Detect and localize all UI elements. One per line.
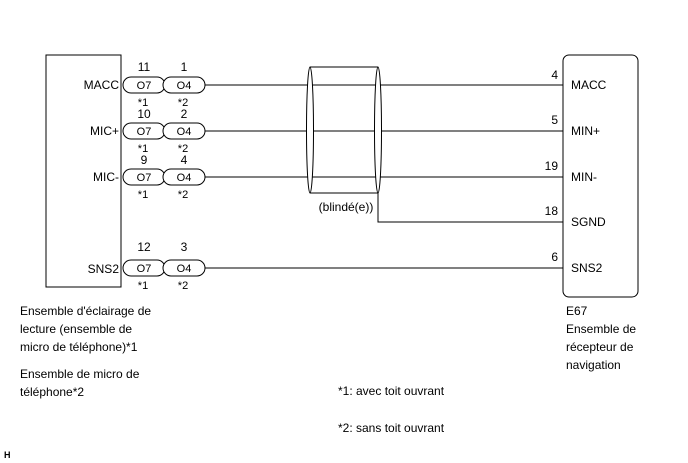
note-ref-a-2: *1	[138, 143, 148, 155]
note-ref-b-3: *2	[178, 189, 188, 201]
right-pin-label-sns2: SNS2	[571, 261, 603, 275]
corner-mark: H	[4, 450, 11, 460]
right-pin-label-min-minus: MIN-	[571, 170, 597, 184]
conn-a-pin-1: 11	[138, 60, 151, 74]
right-component-box	[562, 54, 639, 298]
right-caption-line-1: Ensemble de	[566, 322, 636, 336]
left-pin-label-mic-plus: MIC+	[90, 124, 119, 138]
right-pin-label-min-plus: MIN+	[571, 124, 600, 138]
right-pin-number-macc: 4	[551, 68, 558, 82]
shield-right-end	[374, 66, 382, 194]
connector-o4-mic-plus	[162, 122, 206, 140]
note-ref-a-4: *1	[138, 280, 148, 292]
connector-o7-mic-minus-code: O7	[137, 172, 152, 184]
right-pin-number-min-minus: 19	[545, 159, 559, 173]
connector-o4-macc-code: O4	[177, 80, 192, 92]
note-ref-b-1: *2	[178, 97, 188, 109]
conn-a-pin-3: 9	[141, 153, 148, 167]
conn-b-pin-3: 4	[181, 153, 188, 167]
note-ref-a-3: *1	[138, 189, 148, 201]
left-caption-line-2: lecture (ensemble de	[20, 322, 132, 336]
connector-o4-sns2-code: O4	[177, 263, 192, 275]
left-caption-line-1: Ensemble d'éclairage de	[20, 304, 151, 318]
wire-sgnd	[377, 193, 563, 223]
left-pin-label-mic-minus: MIC-	[93, 170, 119, 184]
connector-o4-mic-minus-code: O4	[177, 172, 192, 184]
conn-a-pin-4: 12	[137, 240, 151, 254]
conn-b-pin-1: 1	[181, 60, 188, 74]
note-ref-b-2: *2	[178, 143, 188, 155]
left-pin-label-macc: MACC	[84, 78, 120, 92]
right-pin-number-min-plus: 5	[551, 113, 558, 127]
left-caption2-line-1: Ensemble de micro de	[20, 367, 140, 381]
left-component-box	[45, 54, 122, 288]
connector-o4-macc	[162, 76, 206, 94]
footnote-1: *1: avec toit ouvrant	[338, 384, 445, 398]
connector-o4-mic-minus	[162, 168, 206, 186]
left-caption2-line-2: téléphone*2	[20, 385, 84, 399]
right-pin-number-sns2: 6	[551, 250, 558, 264]
right-pin-label-macc: MACC	[571, 78, 607, 92]
note-ref-b-4: *2	[178, 280, 188, 292]
left-caption-line-3: micro de téléphone)*1	[20, 340, 138, 354]
shield-label: (blindé(e))	[319, 200, 374, 214]
conn-b-pin-4: 3	[181, 240, 188, 254]
connector-o7-macc-code: O7	[137, 80, 152, 92]
connector-o7-mic-plus-code: O7	[137, 126, 152, 138]
right-pin-number-sgnd: 18	[545, 204, 559, 218]
right-component-code: E67	[566, 304, 588, 318]
left-pin-label-sns2: SNS2	[88, 262, 120, 276]
conn-a-pin-2: 10	[137, 107, 151, 121]
right-caption-line-3: navigation	[566, 358, 621, 372]
connector-o7-sns2-code: O7	[137, 263, 152, 275]
note-ref-a-1: *1	[138, 97, 148, 109]
shield-left-end	[306, 66, 314, 194]
right-pin-label-sgnd: SGND	[571, 215, 606, 229]
connector-o4-sns2	[162, 259, 206, 277]
footnote-2: *2: sans toit ouvrant	[338, 421, 445, 435]
right-caption-line-2: récepteur de	[566, 340, 634, 354]
conn-b-pin-2: 2	[181, 107, 188, 121]
connector-o4-mic-plus-code: O4	[177, 126, 192, 138]
